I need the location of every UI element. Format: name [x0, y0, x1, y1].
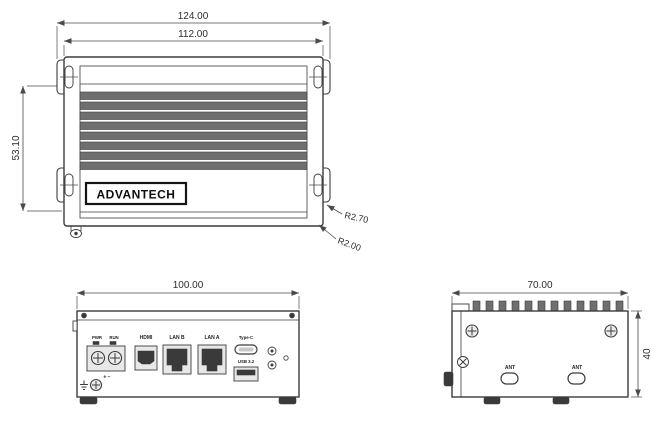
pwr-led	[92, 341, 100, 345]
radius-label-1: R2.70	[344, 210, 370, 225]
pwr-led-label: PWR	[92, 335, 103, 340]
lan-a-label: LAN A	[204, 335, 219, 341]
foot	[483, 396, 501, 405]
brand-logo: ADVANTECH	[84, 181, 188, 206]
heatsink-fin	[79, 161, 308, 170]
side-panel-outline	[451, 310, 629, 398]
ant-right-label: ANT	[572, 365, 582, 371]
logo-box	[84, 181, 188, 206]
type-c-port	[234, 344, 258, 355]
heatsink-fin	[524, 300, 533, 312]
heatsink-fin	[79, 111, 308, 120]
side-width-label: 70.00	[527, 280, 552, 291]
heatsink-fin	[511, 300, 520, 312]
usb-label: USB 3.2	[238, 359, 255, 364]
lan-b-label: LAN B	[169, 335, 185, 341]
leader-line	[326, 204, 343, 215]
heatsink-fin	[79, 151, 308, 160]
heatsink-fin	[537, 300, 546, 312]
depth-dimension: 53.10	[11, 85, 62, 212]
stub-pin	[74, 231, 78, 236]
side-screw-right	[604, 324, 618, 338]
foot	[79, 396, 98, 405]
hdmi-port	[134, 345, 158, 371]
heatsink-fin	[615, 300, 624, 312]
rj45-clip	[206, 364, 218, 372]
usb-tongue	[236, 369, 256, 376]
heatsink-fin	[602, 300, 611, 312]
hdmi-label: HDMI	[140, 335, 153, 341]
earth-ground-icon	[80, 380, 88, 390]
antenna-hole-right	[567, 372, 586, 385]
panel-screw	[289, 312, 295, 319]
run-led-label: RUN	[109, 335, 118, 340]
heatsink-step	[451, 303, 470, 312]
heatsink-fin	[589, 300, 598, 312]
type-c-tongue	[238, 347, 254, 352]
rj45-clip	[171, 364, 183, 372]
power-terminal-block: + −	[86, 345, 126, 381]
body-width-label: 112.00	[178, 29, 208, 40]
top-view: 124.00 112.00 53.10	[11, 11, 369, 253]
side-view: 70.00 40	[443, 280, 653, 405]
heatsink-fin	[550, 300, 559, 312]
polarity-label: + −	[103, 375, 110, 381]
ant-left-label: ANT	[505, 365, 515, 371]
heatsink	[79, 65, 308, 219]
heatsink-fin	[79, 131, 308, 140]
lan-a-port	[197, 344, 227, 375]
antenna-stub	[70, 226, 82, 238]
antenna-hole-left	[500, 372, 519, 385]
heatsink-fin	[79, 121, 308, 130]
heatsink-fin	[472, 300, 481, 312]
overall-width-dimension: 124.00	[56, 11, 331, 59]
indicator-hole	[283, 355, 289, 361]
heatsink-fin	[79, 141, 308, 150]
body-width-dimension: 112.00	[63, 29, 324, 56]
mounting-slots	[60, 65, 327, 197]
reset-button	[267, 360, 277, 370]
front-width-dimension: 100.00	[76, 280, 300, 309]
overall-width-label: 124.00	[178, 11, 209, 22]
heatsink-fin	[498, 300, 507, 312]
heatsink-fin	[79, 91, 308, 100]
side-screw-left	[465, 324, 479, 338]
radius-label-2: R2.00	[336, 235, 362, 253]
hdmi-connector	[137, 350, 155, 365]
side-protrusion	[72, 320, 78, 332]
depth-label: 53.10	[11, 135, 22, 160]
run-led	[109, 341, 117, 345]
foot	[278, 396, 297, 405]
front-view: 100.00 PWR RUN + −	[72, 280, 300, 405]
panel-screw	[81, 312, 87, 319]
side-heatsink-fins	[451, 300, 624, 312]
type-c-label: Type-C	[239, 335, 253, 340]
foot	[552, 396, 570, 405]
side-height-dimension: 40	[631, 310, 653, 398]
heatsink-fin	[79, 101, 308, 110]
heatsink-fin	[485, 300, 494, 312]
radius-callouts: R2.70 R2.00	[318, 204, 370, 253]
logo-text: ADVANTECH	[97, 188, 176, 202]
rj45-opening	[201, 348, 223, 366]
heatsink-fin	[576, 300, 585, 312]
front-width-label: 100.00	[173, 280, 204, 291]
rj45-opening	[166, 348, 188, 366]
lan-b-port	[162, 344, 192, 375]
audio-jack	[267, 346, 277, 356]
leader-line	[318, 224, 337, 240]
grounding	[80, 378, 103, 392]
usb-a-port	[233, 366, 259, 382]
marked-hole	[457, 356, 469, 368]
side-connector	[443, 371, 454, 387]
heatsink-fin	[563, 300, 572, 312]
side-height-label: 40	[642, 348, 653, 360]
